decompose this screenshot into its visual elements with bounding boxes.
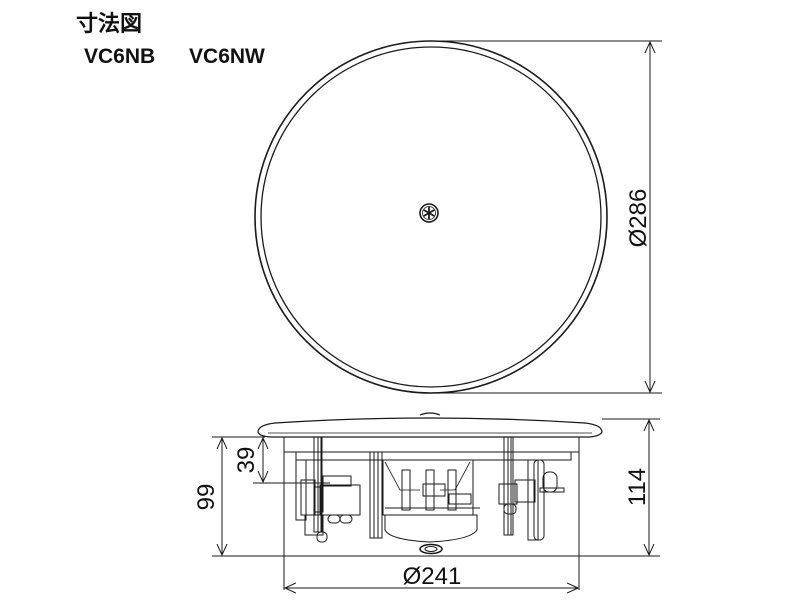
- cutout-241-label: Ø241: [403, 563, 462, 590]
- diameter-286-label: Ø286: [625, 189, 652, 248]
- drawing-title: 寸法図: [76, 12, 143, 37]
- height-114-label: 114: [624, 468, 651, 506]
- top-view: [254, 40, 662, 394]
- side-view: [212, 412, 660, 590]
- height-39-label: 39: [233, 447, 260, 474]
- terminal-ring: [419, 543, 443, 555]
- grille-outer-circle: [254, 40, 608, 394]
- grille-cap: [257, 417, 603, 438]
- model-names: VC6NB VC6NW: [84, 45, 293, 69]
- model-vc6nw: VC6NW: [189, 45, 265, 68]
- grille-inner-circle: [260, 46, 602, 388]
- yamaha-logo-icon: [419, 203, 439, 223]
- depth-99-label: 99: [193, 484, 220, 511]
- model-vc6nb: VC6NB: [84, 45, 156, 68]
